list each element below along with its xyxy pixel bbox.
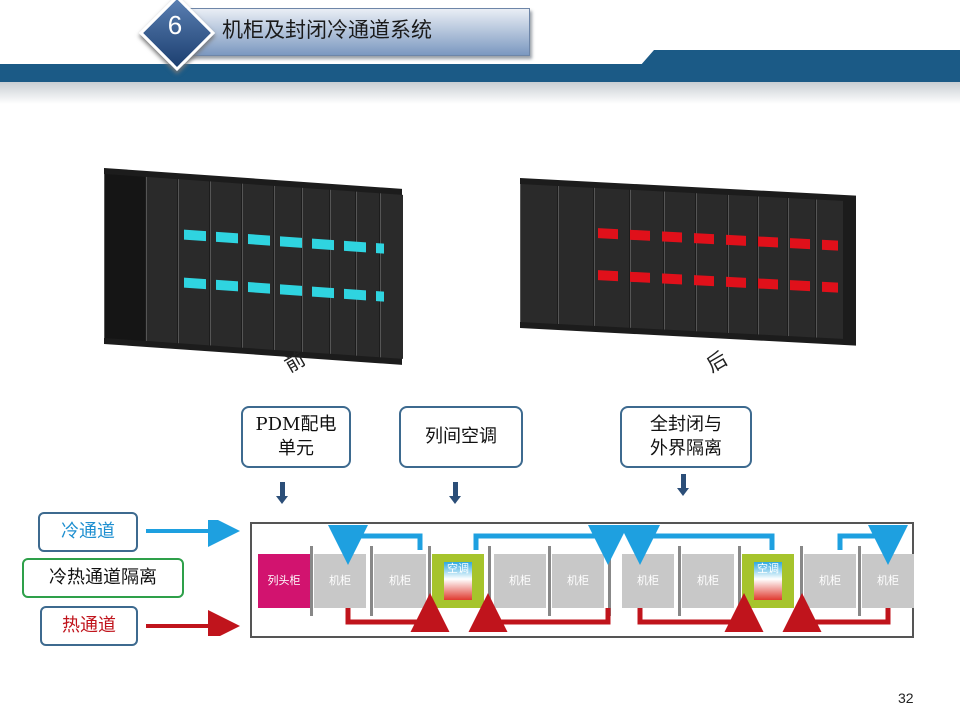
cabinet-divider bbox=[548, 546, 551, 616]
cabinet-divider bbox=[310, 546, 313, 616]
callout-inrow-ac: 列间空调 bbox=[399, 406, 523, 468]
cabinet-divider bbox=[738, 546, 741, 616]
hot-airflow-arrow bbox=[345, 593, 450, 632]
legend-cold-aisle: 冷通道 bbox=[38, 512, 138, 552]
ac-label: 空调 bbox=[757, 562, 779, 575]
cold-airflow-arrow bbox=[328, 525, 423, 565]
header-shadow bbox=[0, 82, 960, 104]
hot-airflow-arrow bbox=[637, 593, 764, 632]
hot-airflow-arrow bbox=[782, 593, 891, 632]
ac-label: 空调 bbox=[447, 562, 469, 575]
cold-airflow-arrow bbox=[620, 525, 775, 565]
back-label: 后 bbox=[702, 346, 732, 378]
down-arrow-icon bbox=[276, 482, 288, 504]
cabinet-divider bbox=[608, 546, 611, 616]
cabinet-divider bbox=[858, 546, 861, 616]
cabinet-divider bbox=[370, 546, 373, 616]
front-rack-image bbox=[104, 168, 403, 365]
cabinet-divider bbox=[428, 546, 431, 616]
head-cabinet: 列头柜 bbox=[258, 554, 310, 608]
down-arrow-icon bbox=[677, 474, 689, 496]
header-bar bbox=[0, 64, 960, 82]
down-arrow-icon bbox=[449, 482, 461, 504]
callout-enclosure: 全封闭与外界隔离 bbox=[620, 406, 752, 468]
cabinet-divider bbox=[800, 546, 803, 616]
callout-pdm: PDM配电单元 bbox=[241, 406, 351, 468]
legend-hot-aisle: 热通道 bbox=[40, 606, 138, 646]
legend-arrows bbox=[146, 520, 240, 636]
section-number: 6 bbox=[167, 10, 183, 40]
cabinet-divider bbox=[488, 546, 491, 616]
cold-airflow-arrow bbox=[473, 525, 628, 565]
page-number: 32 bbox=[898, 690, 914, 706]
title-box bbox=[178, 8, 530, 56]
airflow-arrows bbox=[328, 525, 908, 632]
legend-isolation: 冷热通道隔离 bbox=[22, 558, 184, 598]
back-rack-image bbox=[520, 178, 856, 346]
header-accent-bar bbox=[640, 50, 960, 66]
page-title: 机柜及封闭冷通道系统 bbox=[222, 18, 432, 42]
hot-airflow-arrow bbox=[468, 593, 611, 632]
cabinet-divider bbox=[678, 546, 681, 616]
cold-airflow-arrow bbox=[837, 525, 908, 565]
